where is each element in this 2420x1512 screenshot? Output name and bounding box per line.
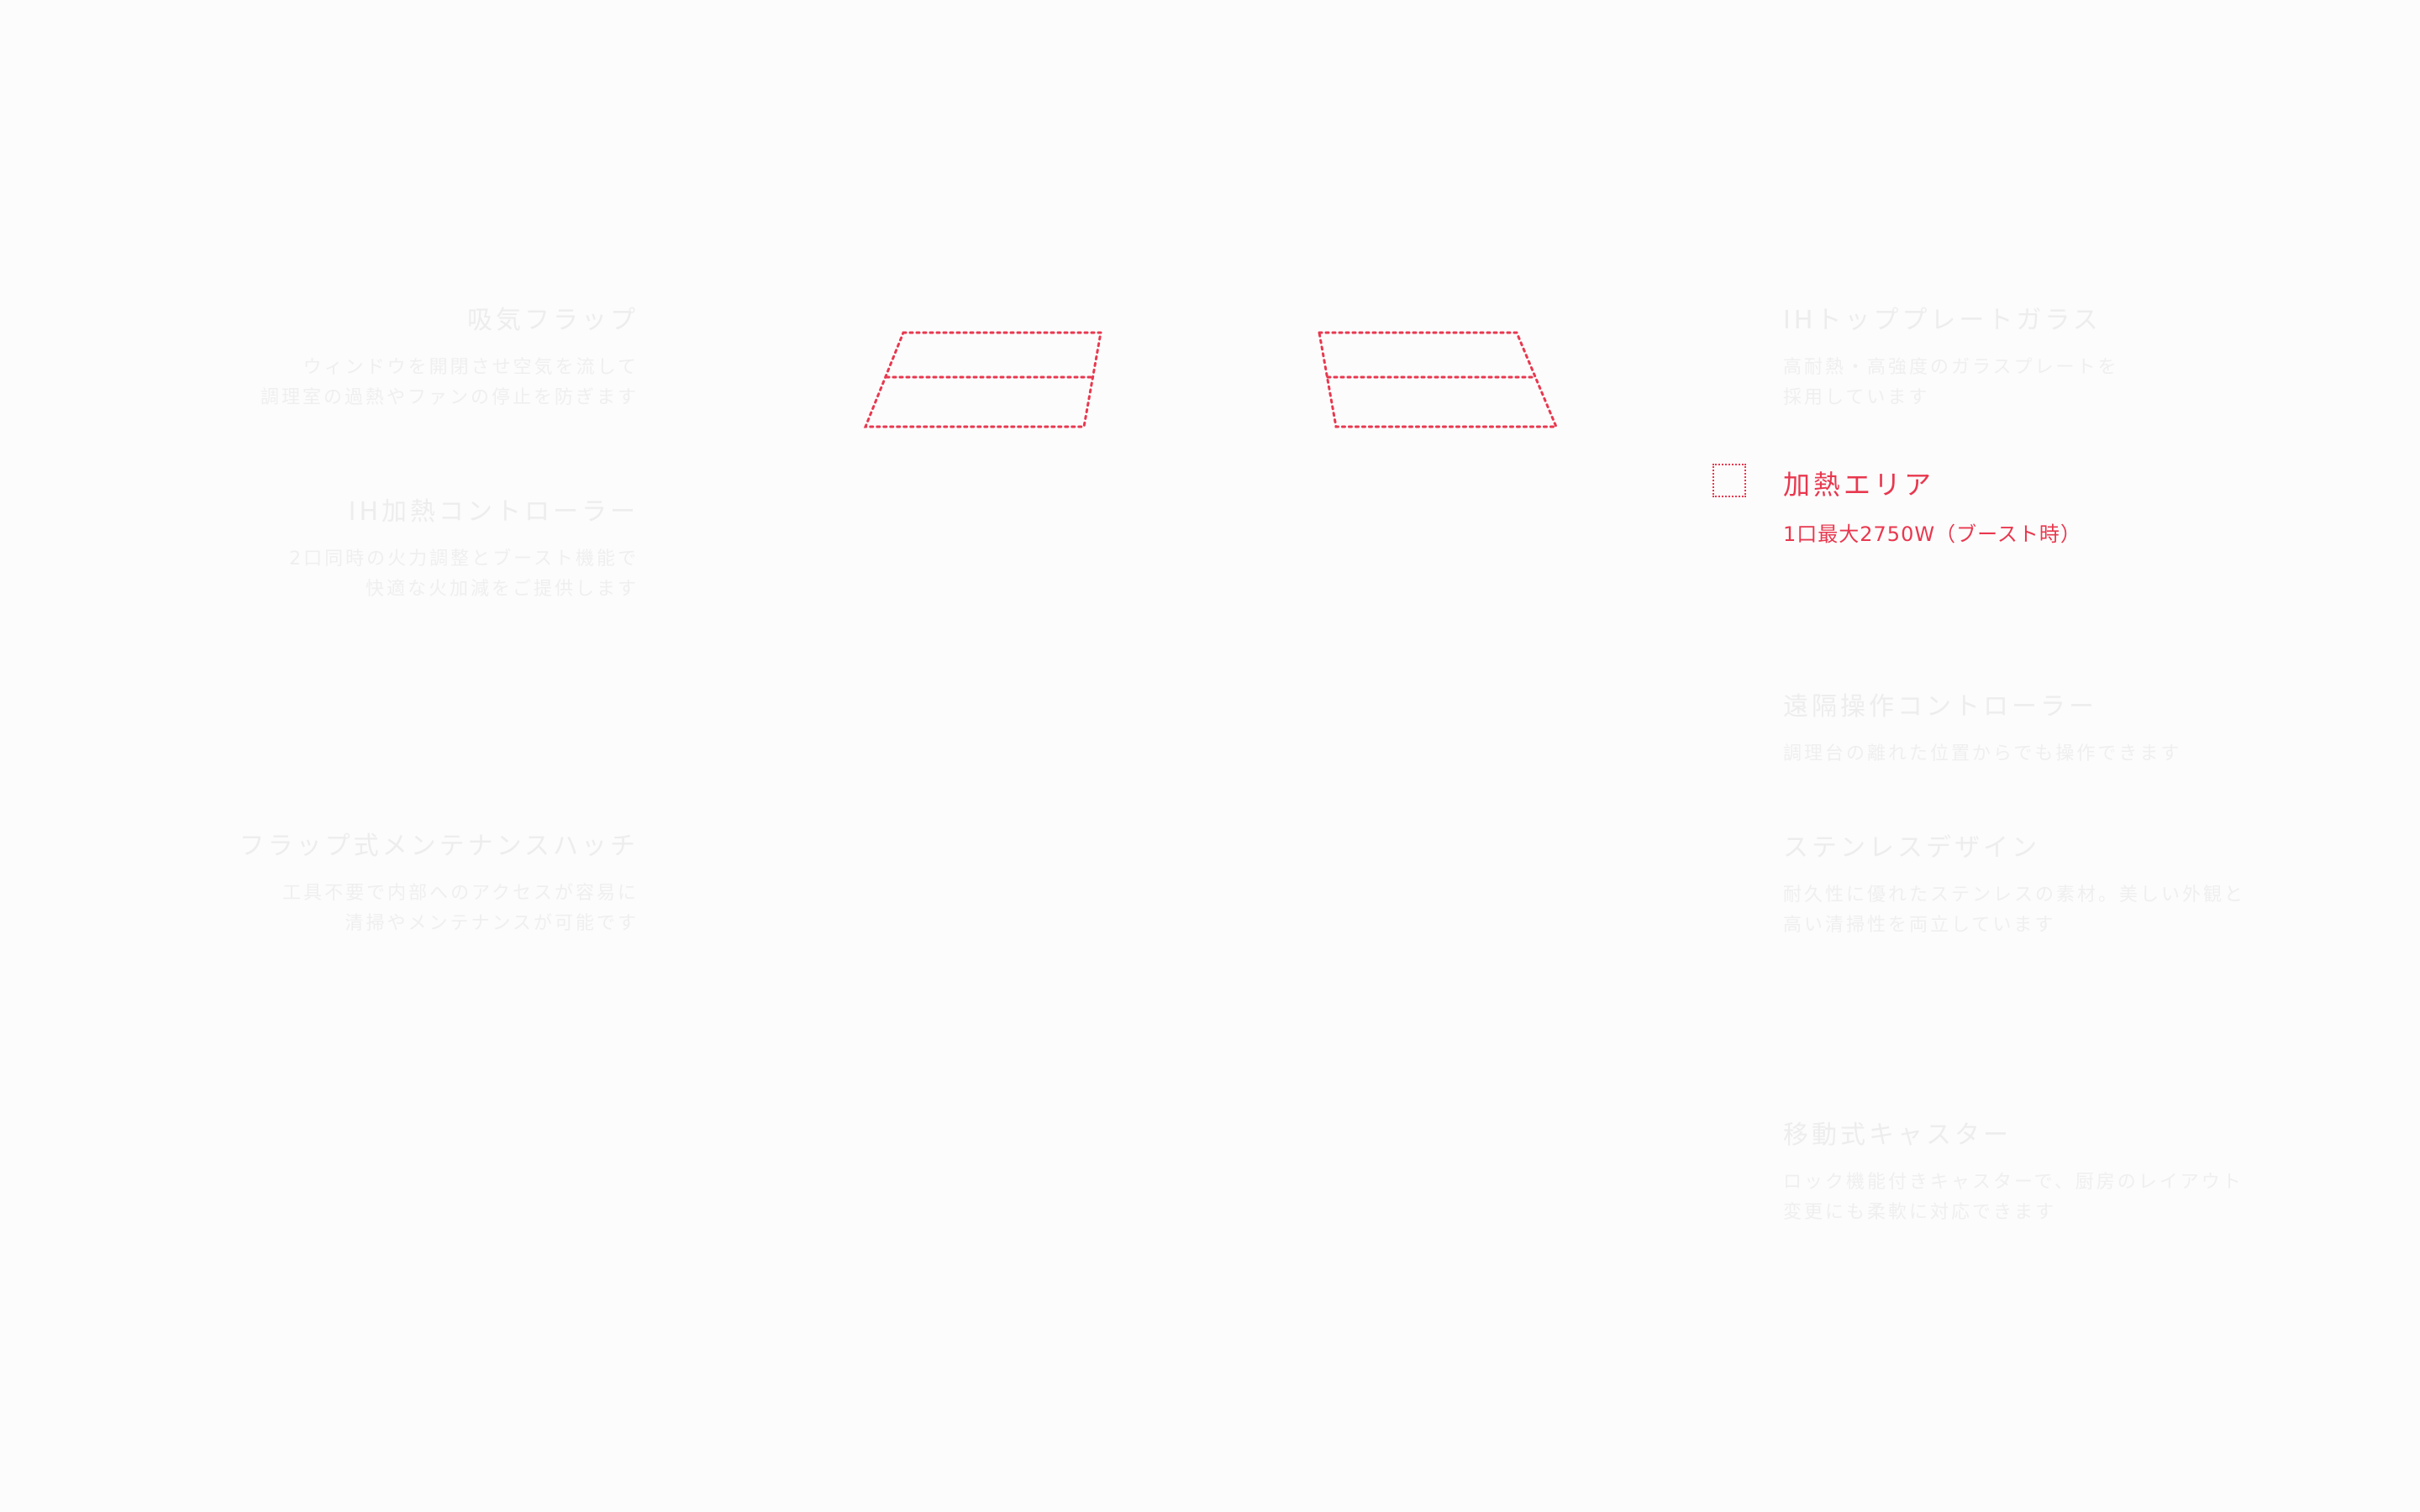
desc-line: 清掃やメンテナンスが可能です: [345, 913, 639, 934]
heating-area-icon: [1712, 464, 1746, 497]
feature-intake-flap[interactable]: 吸気フラップ ウィンドウを開閉させ空気を流して 調理室の過熱やファンの停止を防ぎ…: [260, 299, 639, 413]
feature-title: ステンレスデザイン: [1783, 833, 2040, 863]
feature-title: IHトッププレートガラス: [1783, 306, 2102, 335]
feature-desc: ウィンドウを開閉させ空気を流して 調理室の過熱やファンの停止を防ぎます: [260, 353, 639, 413]
feature-title: フラップ式メンテナンスハッチ: [239, 832, 639, 861]
feature-top-plate[interactable]: IHトッププレートガラス 高耐熱・高強度のガラスプレートを 採用しています: [1783, 299, 2119, 413]
right-heating-zone[interactable]: [1318, 331, 1559, 428]
feature-flap-maintenance[interactable]: フラップ式メンテナンスハッチ 工具不要で内部へのアクセスが容易に 清掃やメンテナ…: [239, 825, 639, 939]
desc-line: 2口同時の火力調整とブースト機能で: [289, 549, 639, 570]
feature-title: IH加熱コントローラー: [348, 497, 639, 527]
feature-stainless-design[interactable]: ステンレスデザイン 耐久性に優れたステンレスの素材。美しい外観と 高い清掃性を両…: [1783, 827, 2245, 941]
feature-desc: 2口同時の火力調整とブースト機能で 快適な火加減をご提供します: [289, 544, 639, 605]
feature-desc: 調理台の離れた位置からでも操作できます: [1783, 739, 2181, 769]
desc-line: 快適な火加減をご提供します: [365, 579, 639, 600]
feature-title: 遠隔操作コントローラー: [1783, 692, 2097, 722]
feature-desc: 耐久性に優れたステンレスの素材。美しい外観と 高い清掃性を両立しています: [1783, 880, 2245, 941]
feature-heating-area[interactable]: 加熱エリア 1口最大2750W（ブースト時）: [1783, 464, 2081, 549]
desc-line: 高い清掃性を両立しています: [1783, 915, 2056, 936]
feature-desc: 1口最大2750W（ブースト時）: [1783, 519, 2081, 549]
feature-desc: 高耐熱・高強度のガラスプレートを 採用しています: [1783, 353, 2119, 413]
feature-ih-controller[interactable]: IH加熱コントローラー 2口同時の火力調整とブースト機能で 快適な火加減をご提供…: [289, 491, 639, 605]
desc-line: 採用しています: [1783, 387, 1930, 408]
feature-title: 移動式キャスター: [1783, 1121, 2012, 1150]
desc-line: ロック機能付きキャスターで、厨房のレイアウト: [1783, 1172, 2244, 1193]
feature-desc: ロック機能付きキャスターで、厨房のレイアウト 変更にも柔軟に対応できます: [1783, 1168, 2244, 1228]
feature-title: 吸気フラップ: [467, 306, 639, 335]
desc-line: 耐久性に優れたステンレスの素材。美しい外観と: [1783, 885, 2246, 906]
feature-remote-controller[interactable]: 遠隔操作コントローラー 調理台の離れた位置からでも操作できます: [1783, 685, 2181, 769]
desc-line: 調理室の過熱やファンの停止を防ぎます: [260, 387, 639, 408]
feature-desc: 工具不要で内部へのアクセスが容易に 清掃やメンテナンスが可能です: [239, 879, 639, 939]
desc-line: 工具不要で内部へのアクセスが容易に: [282, 883, 639, 904]
left-heating-zone[interactable]: [863, 331, 1102, 428]
desc-line: 1口最大2750W（ブースト時）: [1783, 522, 2081, 546]
right-zone-outline: [1318, 331, 1559, 428]
left-zone-outline: [863, 331, 1102, 428]
desc-line: 調理台の離れた位置からでも操作できます: [1783, 743, 2182, 764]
feature-title: 加熱エリア: [1783, 469, 1935, 501]
feature-caster[interactable]: 移動式キャスター ロック機能付きキャスターで、厨房のレイアウト 変更にも柔軟に対…: [1783, 1114, 2244, 1228]
desc-line: 高耐熱・高強度のガラスプレートを: [1783, 357, 2119, 378]
desc-line: ウィンドウを開閉させ空気を流して: [302, 357, 639, 378]
desc-line: 変更にも柔軟に対応できます: [1783, 1202, 2057, 1223]
